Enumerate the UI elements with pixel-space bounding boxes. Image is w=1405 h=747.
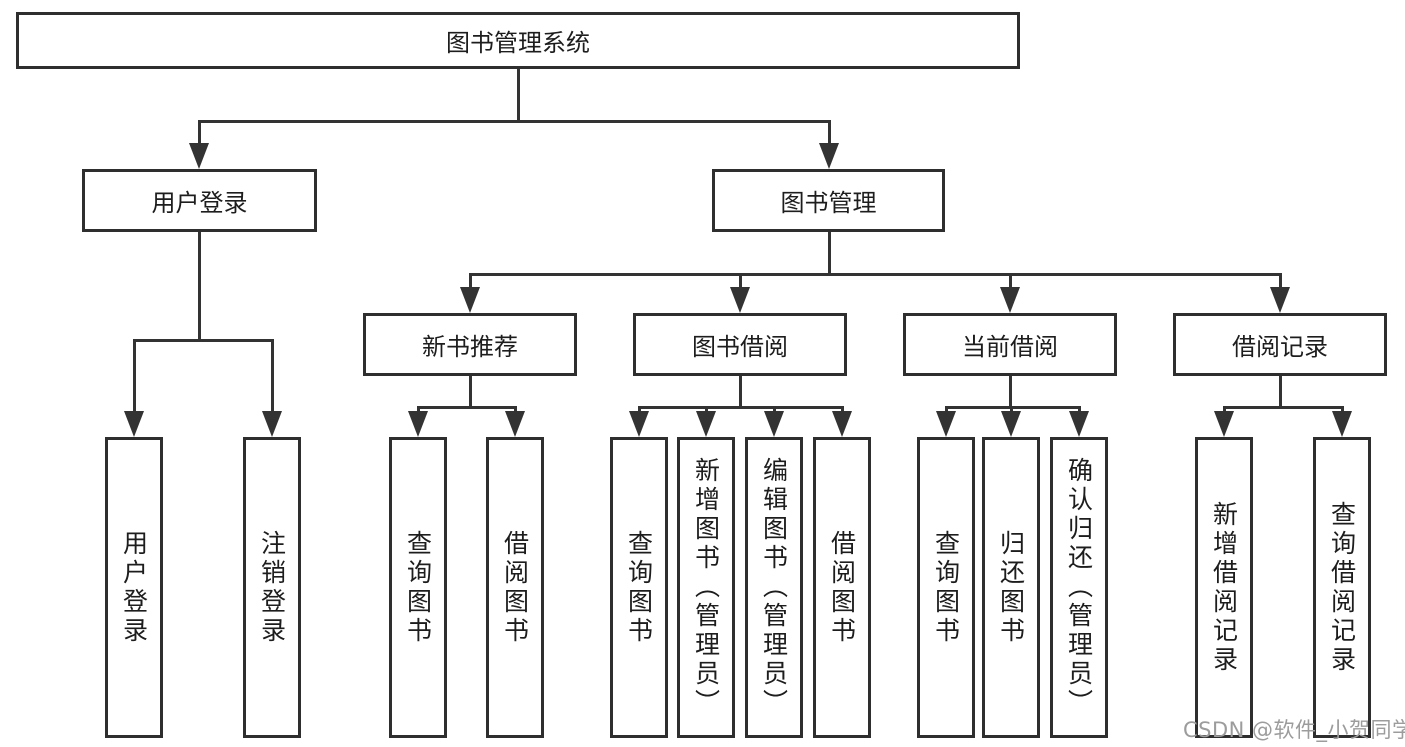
arrow-down-icon <box>408 411 428 437</box>
leaf-borrow-edit-books-admin-label: 编辑图书（管理员） <box>759 457 789 718</box>
arrow-down-icon <box>1069 411 1089 437</box>
leaf-logout-label: 注销登录 <box>257 529 287 646</box>
connector-borrow-drop-4 <box>841 406 844 413</box>
connector-root-drop-left <box>198 120 201 145</box>
connector-bookmgmt-stem <box>828 232 831 276</box>
connector-current-stem <box>1009 376 1012 409</box>
leaf-record-add-borrow-record: 新增借阅记录 <box>1195 437 1253 738</box>
leaf-newbook-borrow-books: 借阅图书 <box>486 437 544 738</box>
leaf-user-login: 用户登录 <box>105 437 163 738</box>
connector-root-stem <box>517 69 520 120</box>
node-borrow-record: 借阅记录 <box>1173 313 1387 376</box>
leaf-current-confirm-return-admin: 确认归还（管理员） <box>1050 437 1108 738</box>
node-current-borrow: 当前借阅 <box>903 313 1117 376</box>
csdn-watermark: CSDN @软件_小贺同学 <box>1183 718 1405 742</box>
leaf-current-return-books-label: 归还图书 <box>996 529 1026 646</box>
connector-current-rail <box>945 406 1081 409</box>
leaf-logout: 注销登录 <box>243 437 301 738</box>
connector-userlogin-rail <box>133 339 274 342</box>
connector-bookmgmt-drop-4 <box>1279 273 1282 289</box>
arrow-down-icon <box>262 411 282 437</box>
leaf-borrow-borrow-books: 借阅图书 <box>813 437 871 738</box>
connector-newbook-drop-2 <box>514 406 517 413</box>
connector-newbook-rail <box>417 406 517 409</box>
arrow-down-icon <box>730 287 750 313</box>
connector-newbook-drop-1 <box>417 406 420 413</box>
arrow-down-icon <box>1332 411 1352 437</box>
node-book-borrow-label: 图书借阅 <box>692 333 788 361</box>
connector-newbook-stem <box>469 376 472 409</box>
connector-current-drop-1 <box>945 406 948 413</box>
node-book-management-label: 图书管理 <box>780 189 877 217</box>
leaf-newbook-query-books-label: 查询图书 <box>403 529 433 646</box>
leaf-current-return-books: 归还图书 <box>982 437 1040 738</box>
leaf-borrow-query-books: 查询图书 <box>610 437 668 738</box>
arrow-down-icon <box>832 411 852 437</box>
connector-current-drop-3 <box>1078 406 1081 413</box>
arrow-down-icon <box>460 287 480 313</box>
arrow-down-icon <box>1001 411 1021 437</box>
node-book-borrow: 图书借阅 <box>633 313 847 376</box>
node-current-borrow-label: 当前借阅 <box>962 333 1058 361</box>
node-root-label: 图书管理系统 <box>446 29 590 57</box>
leaf-user-login-label: 用户登录 <box>119 529 149 646</box>
leaf-borrow-borrow-books-label: 借阅图书 <box>827 529 857 646</box>
leaf-newbook-borrow-books-label: 借阅图书 <box>500 529 530 646</box>
arrow-down-icon <box>696 411 716 437</box>
leaf-current-query-books-label: 查询图书 <box>931 529 961 646</box>
connector-bookmgmt-drop-1 <box>469 273 472 289</box>
leaf-current-query-books: 查询图书 <box>917 437 975 738</box>
connector-bookmgmt-rail <box>469 273 1282 276</box>
connector-userlogin-drop-1 <box>133 339 136 413</box>
leaf-borrow-query-books-label: 查询图书 <box>624 529 654 646</box>
arrow-down-icon <box>189 143 209 169</box>
arrow-down-icon <box>819 143 839 169</box>
arrow-down-icon <box>629 411 649 437</box>
leaf-record-query-borrow-record-label: 查询借阅记录 <box>1327 500 1357 675</box>
connector-current-drop-2 <box>1010 406 1013 413</box>
connector-root-drop-right <box>828 120 831 145</box>
arrow-down-icon <box>1214 411 1234 437</box>
connector-record-stem <box>1279 376 1282 409</box>
connector-borrow-drop-3 <box>773 406 776 413</box>
leaf-borrow-edit-books-admin: 编辑图书（管理员） <box>745 437 803 738</box>
connector-record-rail <box>1223 406 1344 409</box>
node-new-book-recommend: 新书推荐 <box>363 313 577 376</box>
connector-borrow-drop-1 <box>638 406 641 413</box>
node-borrow-record-label: 借阅记录 <box>1232 333 1328 361</box>
connector-root-rail <box>198 120 830 123</box>
connector-record-drop-2 <box>1341 406 1344 413</box>
connector-bookmgmt-drop-3 <box>1009 273 1012 289</box>
node-user-login-label: 用户登录 <box>151 189 248 217</box>
node-book-management: 图书管理 <box>712 169 945 232</box>
node-user-login: 用户登录 <box>82 169 317 232</box>
leaf-borrow-add-books-admin-label: 新增图书（管理员） <box>691 457 721 718</box>
connector-userlogin-stem <box>198 232 201 342</box>
connector-borrow-drop-2 <box>705 406 708 413</box>
arrow-down-icon <box>1270 287 1290 313</box>
leaf-borrow-add-books-admin: 新增图书（管理员） <box>677 437 735 738</box>
arrow-down-icon <box>124 411 144 437</box>
node-root-system: 图书管理系统 <box>16 12 1020 69</box>
leaf-newbook-query-books: 查询图书 <box>389 437 447 738</box>
leaf-record-add-borrow-record-label: 新增借阅记录 <box>1209 500 1239 675</box>
leaf-record-query-borrow-record: 查询借阅记录 <box>1313 437 1371 738</box>
arrow-down-icon <box>505 411 525 437</box>
arrow-down-icon <box>764 411 784 437</box>
connector-record-drop-1 <box>1223 406 1226 413</box>
connector-userlogin-drop-2 <box>271 339 274 413</box>
arrow-down-icon <box>1000 287 1020 313</box>
node-new-book-recommend-label: 新书推荐 <box>422 333 518 361</box>
connector-bookmgmt-drop-2 <box>739 273 742 289</box>
leaf-current-confirm-return-admin-label: 确认归还（管理员） <box>1064 457 1094 718</box>
arrow-down-icon <box>936 411 956 437</box>
connector-borrow-stem <box>739 376 742 409</box>
connector-borrow-rail <box>638 406 844 409</box>
